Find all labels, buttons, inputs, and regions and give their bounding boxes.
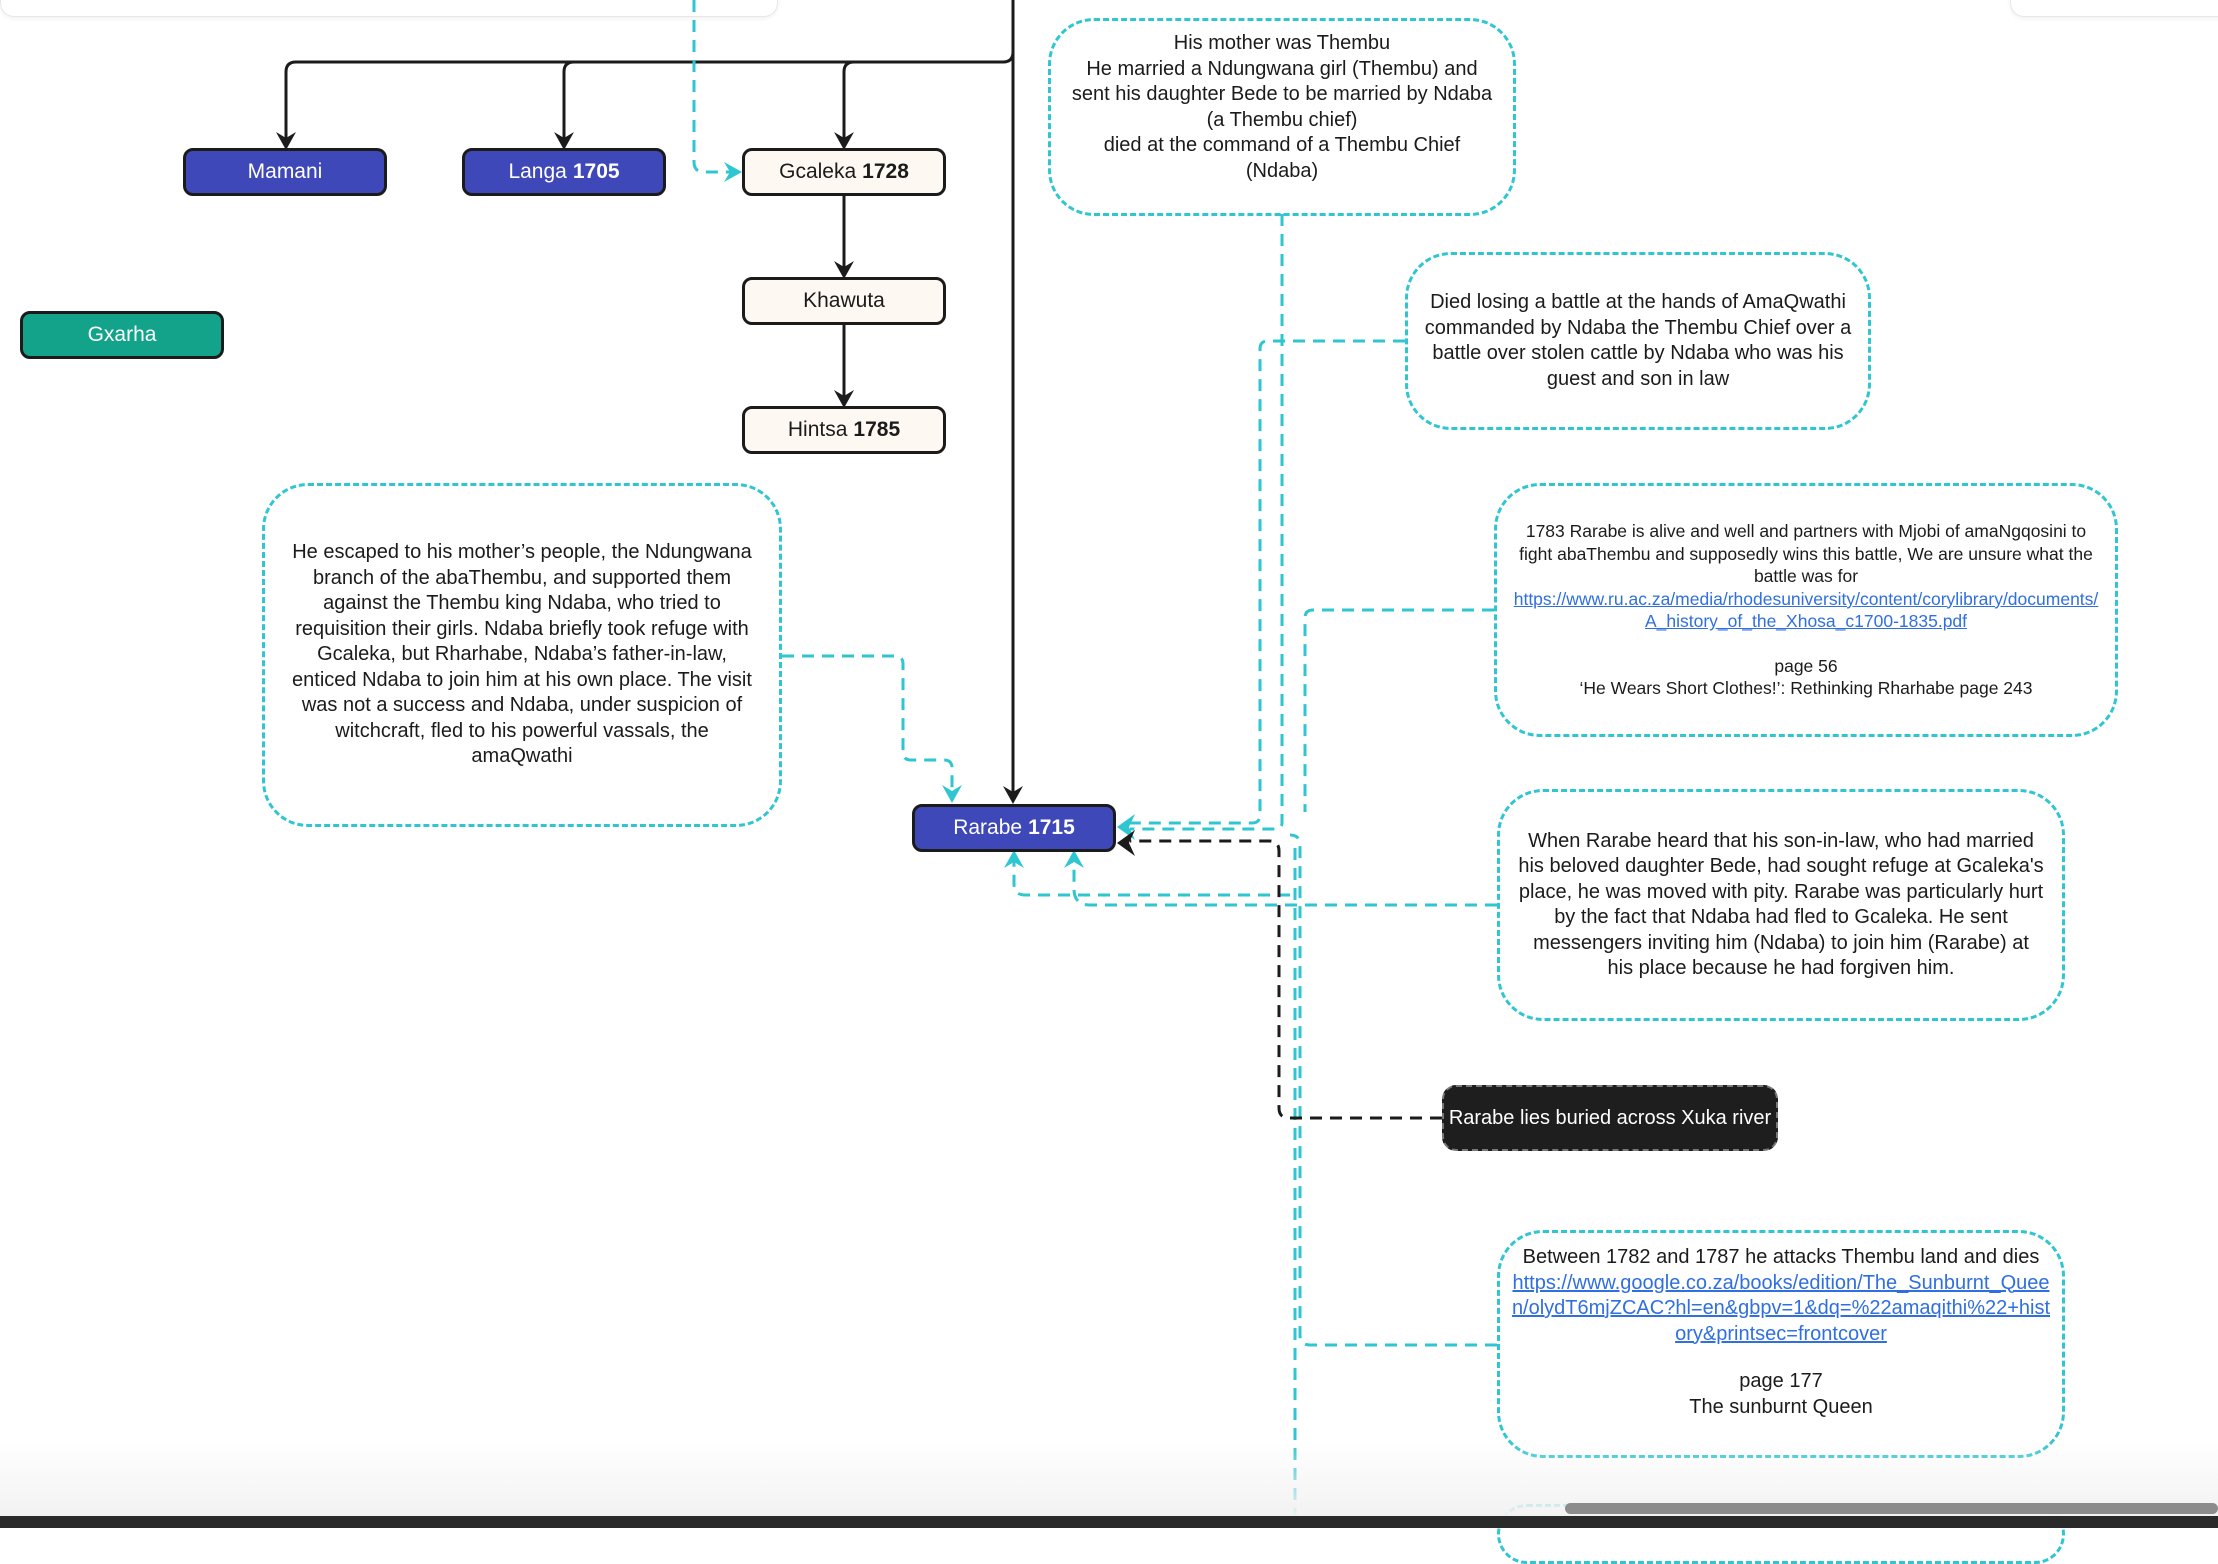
- note-line: sent his daughter Bede to be married by …: [1071, 83, 1493, 105]
- link-1783-note: [1303, 608, 1494, 812]
- node-burial-label: Rarabe lies buried across Xuka river: [1448, 1106, 1772, 1129]
- node-gcaleka-year: 1728: [862, 160, 909, 183]
- node-hintsa-year: 1785: [853, 418, 901, 441]
- node-khawuta-label: Khawuta: [803, 289, 885, 312]
- note-line: his beloved daughter Bede, had sought re…: [1518, 855, 2044, 877]
- link-pity-note: [1072, 860, 1497, 907]
- node-burial[interactable]: Rarabe lies buried across Xuka river: [1442, 1085, 1778, 1151]
- note-line: amaQwathi: [471, 745, 573, 768]
- node-hintsa-label: Hintsa: [787, 418, 848, 441]
- note-line: page 177: [1739, 1370, 1823, 1392]
- note-line: Between 1782 and 1787 he attacks Thembu …: [1522, 1246, 2040, 1268]
- node-gcaleka-label: Gcaleka: [779, 160, 857, 183]
- note-line: commanded by Ndaba the Thembu Chief over…: [1424, 316, 1852, 339]
- node-langa-year: 1705: [572, 160, 620, 183]
- note-line: He escaped to his mother’s people, the N…: [292, 541, 752, 564]
- node-hintsa[interactable]: Hintsa 1785: [742, 406, 946, 454]
- note-line: Gcaleka, but Rharhabe, Ndaba’s father-in…: [317, 643, 727, 666]
- note-line: page 56: [1774, 655, 1838, 676]
- note-line: his place because he had forgiven him.: [1607, 957, 1955, 979]
- note-escape[interactable]: He escaped to his mother’s people, the N…: [262, 483, 782, 827]
- note-line: was not a success and Ndaba, under suspi…: [301, 694, 743, 717]
- node-langa[interactable]: Langa 1705: [462, 148, 666, 196]
- node-rarabe-year: 1715: [1028, 816, 1075, 839]
- node-gxarha[interactable]: Gxarha: [20, 311, 224, 359]
- link-burial: [1130, 839, 1442, 1120]
- horizontal-scrollbar[interactable]: [1565, 1503, 2218, 1514]
- note-line: by the fact that Ndaba had fled to Gcale…: [1554, 906, 2008, 928]
- bottom-bar: [0, 1516, 2218, 1528]
- note-line: ‘He Wears Short Clothes!’: Rethinking Rh…: [1579, 678, 2033, 699]
- note-line: died at the command of a Thembu Chief: [1103, 134, 1461, 156]
- connector-langa: [562, 60, 575, 142]
- node-mamani[interactable]: Mamani: [183, 148, 387, 196]
- top-toolbar-right: [2010, 0, 2218, 17]
- node-khawuta[interactable]: Khawuta: [742, 277, 946, 325]
- note-line: fight abaThembu and supposedly wins this…: [1519, 543, 2093, 564]
- note-1782[interactable]: Between 1782 and 1787 he attacks Thembu …: [1497, 1230, 2065, 1458]
- node-gxarha-label: Gxarha: [87, 323, 157, 346]
- note-line: battle over stolen cattle by Ndaba who w…: [1432, 342, 1844, 364]
- link-pity-note-2: [1012, 860, 1290, 897]
- note-mother[interactable]: His mother was Thembu He married a Ndung…: [1048, 18, 1516, 216]
- note-line: enticed Ndaba to join him at his own pla…: [292, 668, 752, 691]
- connector-trunk: [284, 0, 1015, 142]
- note-1783[interactable]: 1783 Rarabe is alive and well and partne…: [1494, 483, 2118, 737]
- note-line: witchcraft, fled to his powerful vassals…: [335, 719, 709, 742]
- top-toolbar-left: [0, 0, 778, 17]
- note-line: place, he was moved with pity. Rarabe wa…: [1518, 880, 2044, 903]
- link-escape-note: [782, 654, 954, 795]
- note-1783-link[interactable]: https://www.ru.ac.za/media/rhodesunivers…: [1513, 588, 2099, 632]
- note-line: When Rarabe heard that his son-in-law, w…: [1528, 829, 2034, 852]
- note-1782-link[interactable]: https://www.google.co.za/books/edition/T…: [1511, 1271, 2051, 1345]
- note-line: branch of the abaThembu, and supported t…: [312, 566, 732, 589]
- note-line: 1783 Rarabe is alive and well and partne…: [1525, 521, 2087, 542]
- note-line: messengers inviting him (Ndaba) to join …: [1533, 931, 2029, 954]
- note-line: The sunburnt Queen: [1689, 1395, 1873, 1418]
- node-rarabe-label: Rarabe: [953, 816, 1023, 839]
- link-gcaleka-from-top: [692, 0, 730, 174]
- note-line: (a Thembu chief): [1206, 108, 1358, 131]
- link-mother-note: [1130, 214, 1284, 831]
- connector-gcaleka: [842, 60, 855, 142]
- note-pity[interactable]: When Rarabe heard that his son-in-law, w…: [1497, 789, 2065, 1021]
- note-line: requisition their girls. Ndaba briefly t…: [295, 617, 749, 640]
- node-mamani-label: Mamani: [247, 160, 323, 183]
- note-line: He married a Ndungwana girl (Thembu) and: [1086, 57, 1478, 80]
- link-battle-note: [1130, 339, 1405, 825]
- node-rarabe[interactable]: Rarabe 1715: [912, 804, 1116, 852]
- note-line: His mother was Thembu: [1173, 32, 1391, 54]
- node-langa-label: Langa: [508, 160, 567, 183]
- note-line: (Ndaba): [1245, 159, 1319, 182]
- note-battle[interactable]: Died losing a battle at the hands of Ama…: [1405, 252, 1871, 430]
- note-line: guest and son in law: [1546, 367, 1730, 390]
- note-line: against the Thembu king Ndaba, who tried…: [323, 592, 721, 615]
- note-line: battle was for: [1753, 566, 1859, 587]
- node-gcaleka[interactable]: Gcaleka 1728: [742, 148, 946, 196]
- note-line: Died losing a battle at the hands of Ama…: [1430, 291, 1846, 313]
